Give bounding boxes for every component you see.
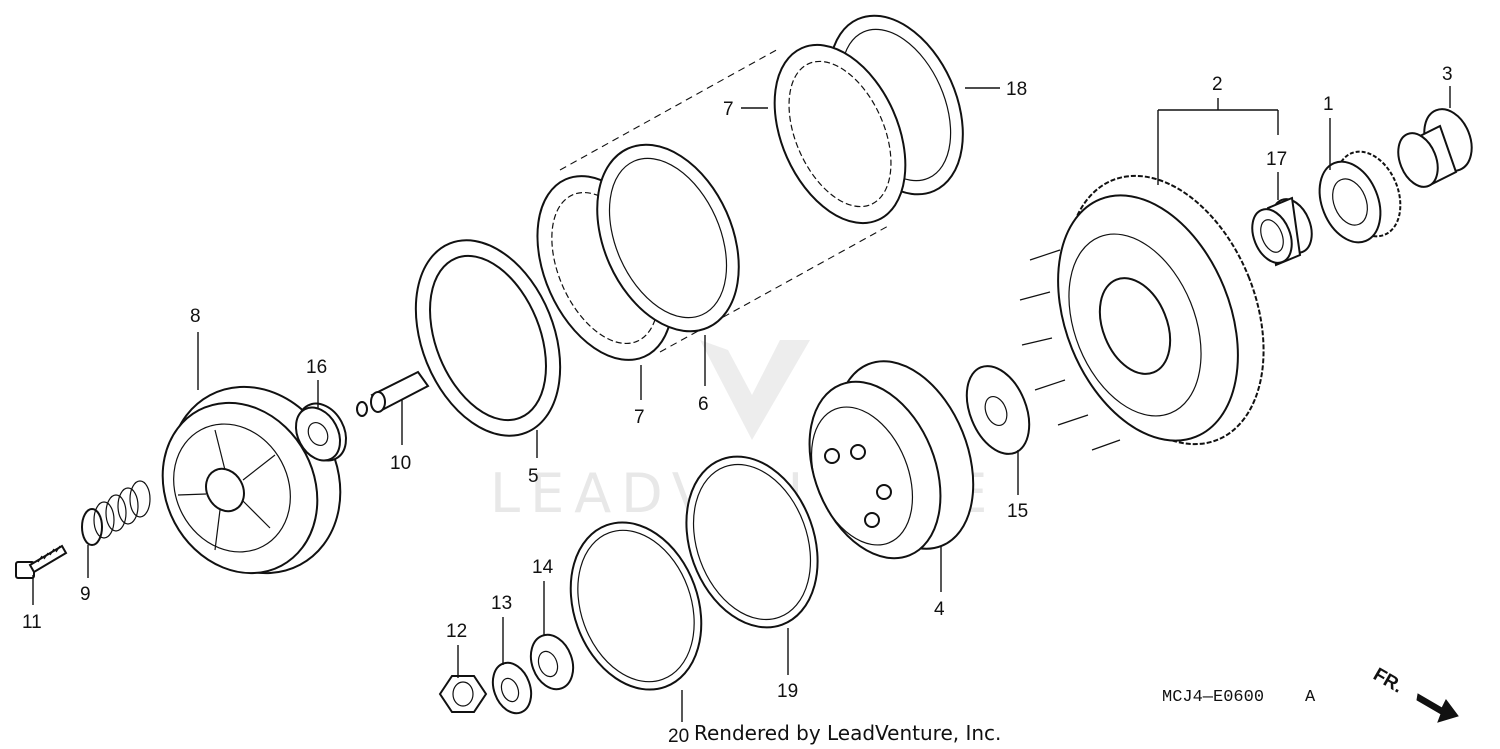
part-large-ring-20 [569,521,703,691]
callout-5: 5 [528,466,539,487]
callout-19: 19 [777,681,798,702]
part-lifter-piece [356,370,430,417]
part-pressure-plate [161,385,342,575]
callout-13: 13 [491,593,512,614]
part-spring [81,480,151,546]
callout-7a: 7 [634,407,645,428]
part-lock-nut [438,675,488,713]
diagram-code-suffix: A [1305,688,1316,707]
part-needle-bearing [1251,196,1313,267]
diagram-reference-code: MCJ4—E0600 A [1162,688,1316,707]
leader-lines [32,86,1451,722]
callout-9: 9 [80,584,91,605]
part-guide-collar [1397,108,1473,188]
callout-11: 11 [22,612,42,633]
render-credit: Rendered by LeadVenture, Inc. [694,721,1001,745]
callout-8: 8 [190,306,201,327]
part-large-ring-19 [685,455,819,629]
part-washer-13 [491,661,533,715]
callout-2: 2 [1212,74,1223,95]
callout-10: 10 [390,453,411,474]
callout-18: 18 [1006,79,1027,100]
part-oil-pump-drive-sprocket [1318,150,1402,244]
front-label: FR. [1370,664,1407,697]
part-friction-disc-6 [596,143,740,333]
diagram-code: MCJ4—E0600 [1162,688,1264,707]
callout-17: 17 [1266,149,1287,170]
callout-3: 3 [1442,64,1453,85]
part-washer-14 [529,633,575,691]
part-bearing [294,402,347,462]
callout-4: 4 [934,599,945,620]
callout-7b: 7 [723,99,734,120]
part-bolt [15,544,68,579]
callout-14: 14 [532,557,554,578]
callout-20: 20 [668,726,689,747]
part-clutch-outer [1019,174,1265,451]
plate-guide-lines [559,47,891,353]
front-direction-indicator: FR. [1370,664,1459,723]
part-clutch-center [808,360,975,560]
front-arrow-icon [1416,693,1459,723]
callout-6: 6 [698,394,709,415]
callout-1: 1 [1323,94,1334,115]
part-thrust-washer [965,365,1031,455]
callout-12: 12 [446,621,467,642]
part-friction-disc-5 [414,239,562,437]
callout-15: 15 [1007,501,1028,522]
part-clutch-plate-7b [773,43,907,225]
callout-16: 16 [306,357,327,378]
callout-labels: 1 2 3 4 5 6 7 7 8 9 10 11 12 13 14 15 16… [22,64,1453,747]
